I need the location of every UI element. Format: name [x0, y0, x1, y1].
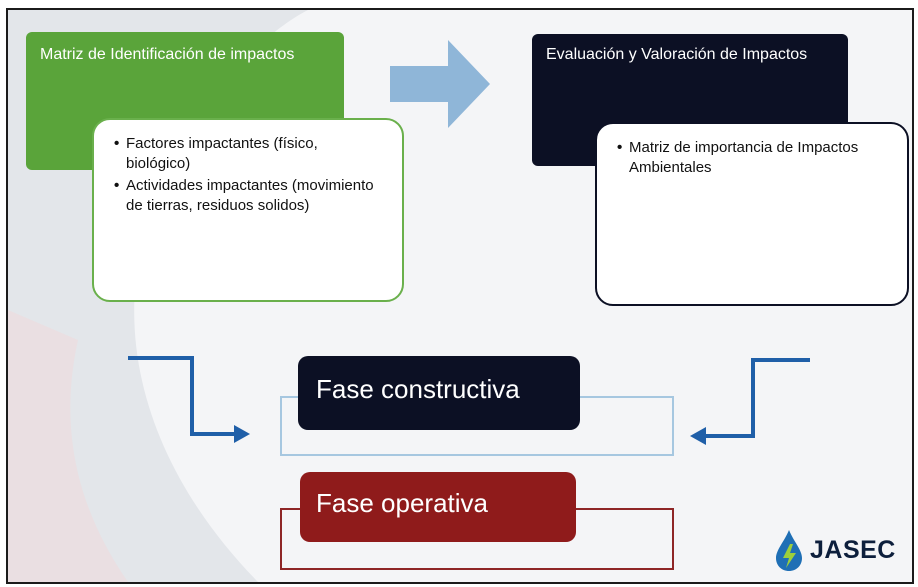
evaluation-details-list: Matriz de importancia de Impactos Ambien…	[617, 138, 891, 178]
identification-details-list: Factores impactantes (físico, biológico)…	[114, 134, 386, 216]
evaluation-title: Evaluación y Valoración de Impactos	[546, 46, 808, 63]
list-item: Matriz de importancia de Impactos Ambien…	[617, 138, 891, 178]
constructive-phase-box: Fase constructiva	[298, 356, 580, 430]
identification-matrix-title: Matriz de Identificación de impactos	[40, 46, 295, 63]
water-drop-icon	[776, 530, 802, 571]
flow-arrow	[390, 40, 490, 128]
right-bent-arrow	[690, 358, 810, 445]
list-item: Actividades impactantes (movimiento de t…	[114, 176, 386, 216]
diagram-frame: Matriz de Identificación de impactos Fac…	[6, 8, 914, 584]
logo-text: JASEC	[810, 536, 896, 564]
evaluation-details-box: Matriz de importancia de Impactos Ambien…	[595, 122, 909, 306]
operative-phase-label: Fase operativa	[316, 488, 488, 518]
identification-details-box: Factores impactantes (físico, biológico)…	[92, 118, 404, 302]
list-item: Factores impactantes (físico, biológico)	[114, 134, 386, 174]
operative-phase-box: Fase operativa	[300, 472, 576, 542]
constructive-phase-label: Fase constructiva	[316, 374, 520, 404]
left-bent-arrow	[128, 356, 250, 443]
jasec-logo: JASEC	[772, 528, 912, 572]
connector-arrows	[128, 356, 810, 445]
